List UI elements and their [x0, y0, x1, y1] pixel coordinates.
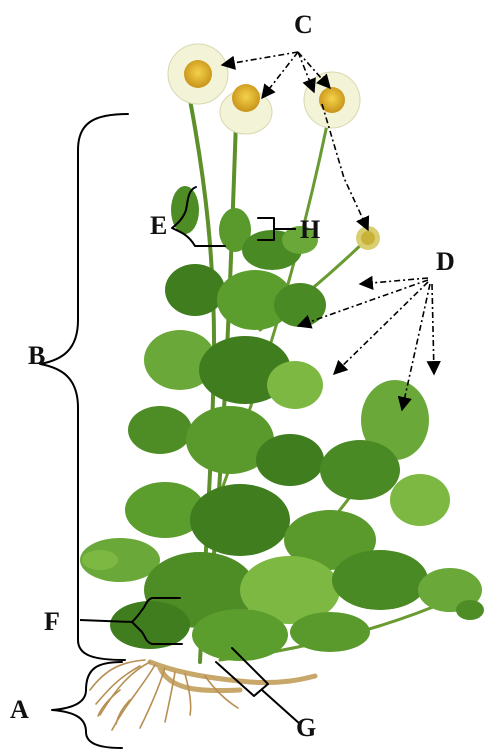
flower-head-2: [220, 84, 272, 134]
arrow-c-1: [222, 52, 298, 65]
pointer-g: [262, 690, 300, 724]
label-c: C: [294, 10, 313, 39]
flower-head-1: [168, 44, 228, 104]
arrow-d-5: [432, 284, 434, 374]
label-h: H: [300, 215, 320, 244]
label-g: G: [296, 713, 316, 742]
label-f: F: [44, 607, 60, 636]
label-a: A: [10, 695, 29, 724]
arrow-c-2: [262, 52, 298, 98]
arrow-d-3: [334, 282, 428, 374]
flower-head-3: [304, 72, 360, 128]
flower-head-bud: [356, 226, 380, 250]
foliage: [80, 186, 484, 661]
plant-illustration: [80, 44, 484, 730]
roots: [90, 660, 315, 730]
label-e: E: [150, 211, 167, 240]
bracket-a: [52, 662, 122, 748]
label-d: D: [436, 247, 455, 276]
label-b: B: [28, 341, 45, 370]
